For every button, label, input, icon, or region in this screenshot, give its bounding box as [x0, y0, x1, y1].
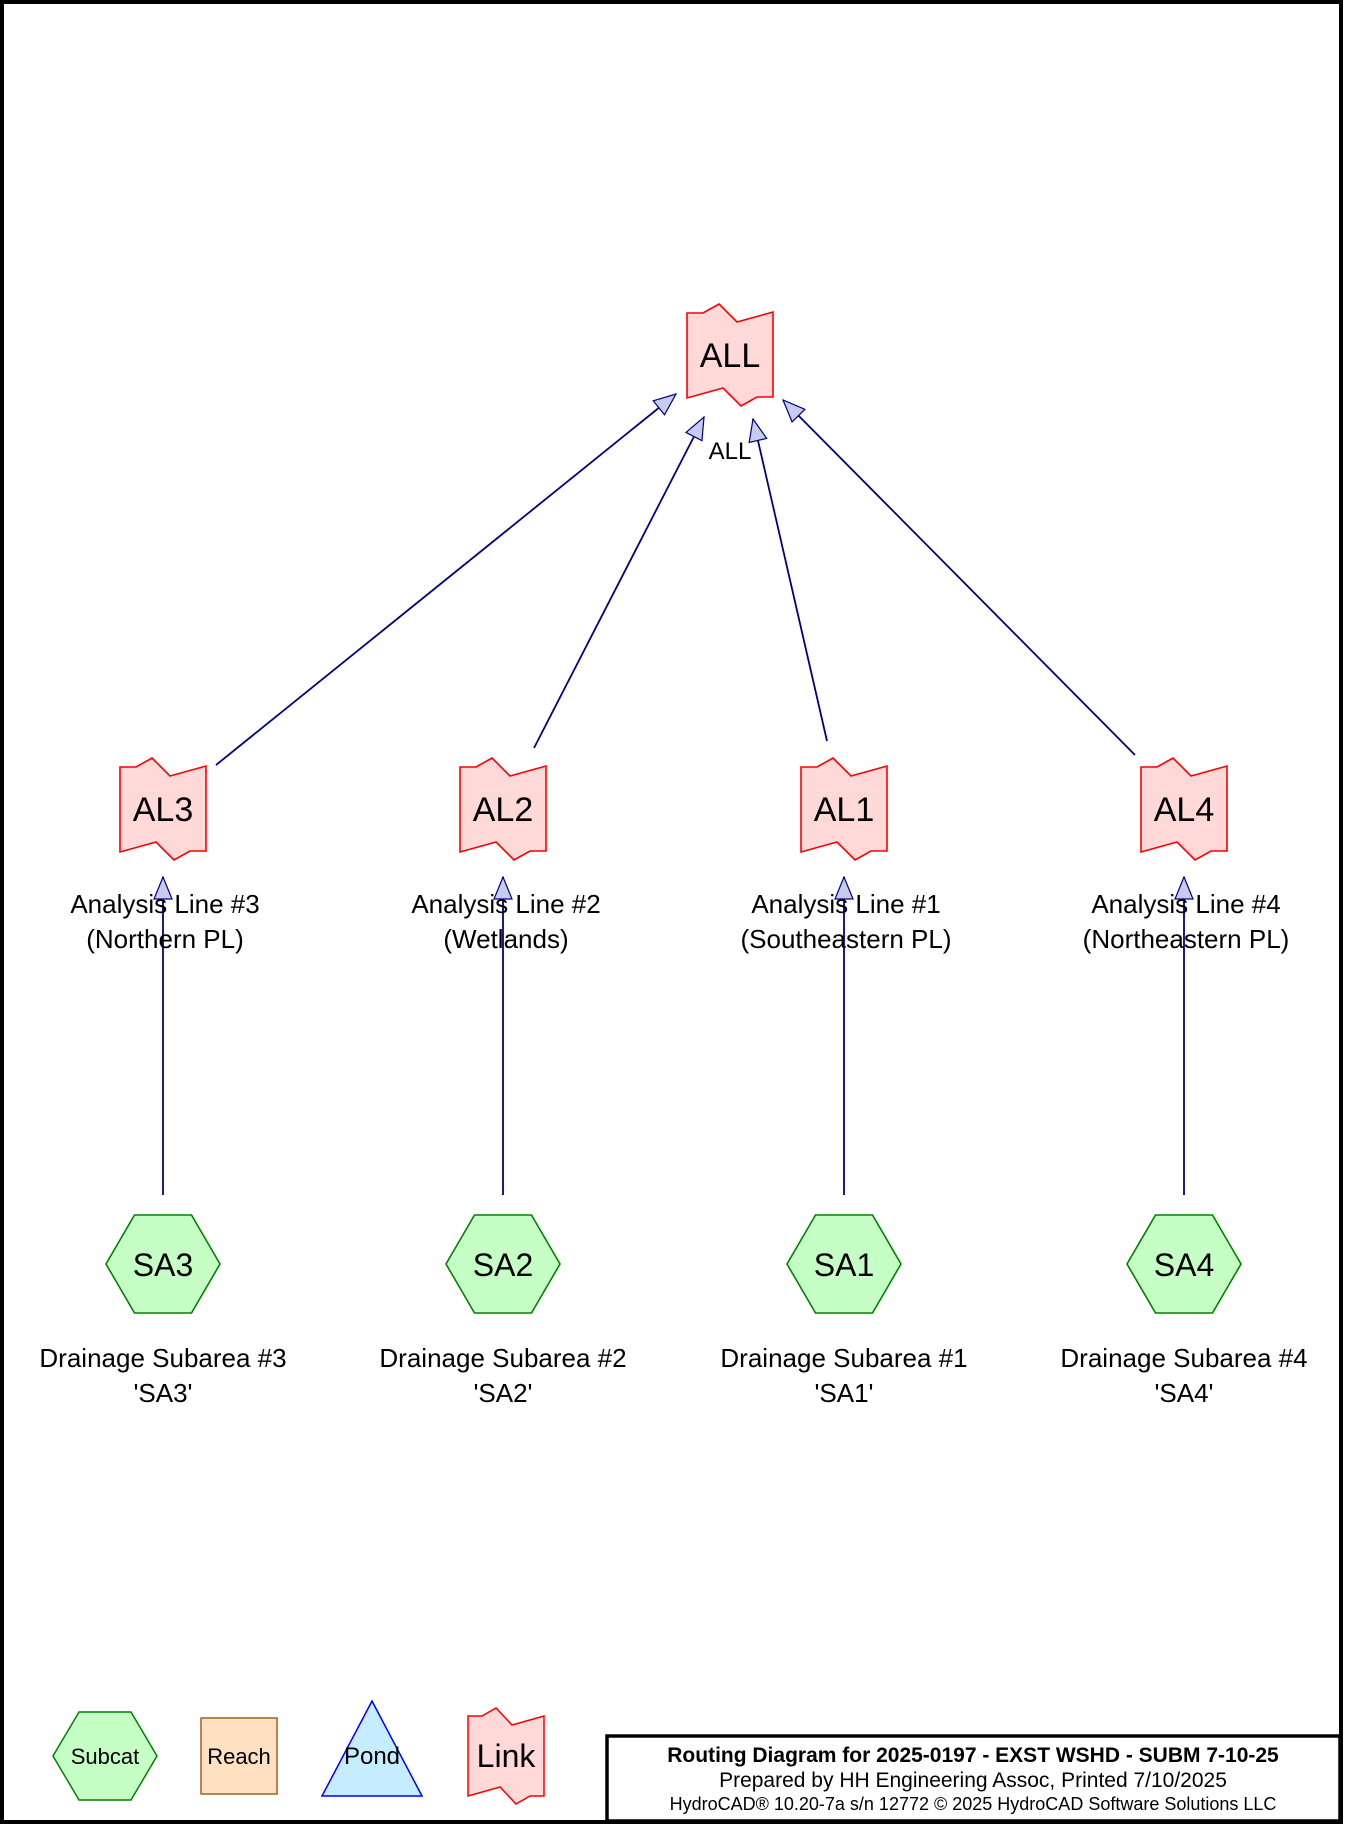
title-block: Routing Diagram for 2025-0197 - EXST WSH… [605, 1734, 1342, 1823]
legend-link: Link [467, 1707, 545, 1805]
node-label-AL3-line1: Analysis Line #3 [70, 889, 259, 919]
node-label-SA3-line1: Drainage Subarea #3 [39, 1343, 286, 1373]
node-label-SA1-line1: Drainage Subarea #1 [720, 1343, 967, 1373]
node-label-SA1-line2: 'SA1' [814, 1378, 873, 1408]
node-id-AL2: AL2 [473, 791, 534, 829]
node-label-SA4-line2: 'SA4' [1154, 1378, 1213, 1408]
subcat-node-shape [1126, 1214, 1242, 1314]
node-SA4[interactable]: SA4 [1126, 1214, 1242, 1314]
node-label-SA2-line1: Drainage Subarea #2 [379, 1343, 626, 1373]
legend-subcat: Subcat [52, 1711, 158, 1801]
link-node-shape [800, 757, 888, 861]
node-ALL[interactable]: ALL [686, 303, 774, 407]
node-label-SA3-line2: 'SA3' [133, 1378, 192, 1408]
node-id-AL3: AL3 [133, 791, 194, 829]
routing-arrow-al4-to-all [783, 400, 1136, 756]
node-label-AL1-line1: Analysis Line #1 [751, 889, 940, 919]
node-AL4[interactable]: AL4 [1140, 757, 1228, 861]
node-label-AL4-line1: Analysis Line #4 [1091, 889, 1280, 919]
pond-icon [320, 1699, 424, 1797]
reach-icon [200, 1717, 278, 1795]
title-block-prepared: Prepared by HH Engineering Assoc, Printe… [719, 1769, 1227, 1792]
node-SA2[interactable]: SA2 [445, 1214, 561, 1314]
legend-reach: Reach [200, 1717, 278, 1795]
node-AL2[interactable]: AL2 [459, 757, 547, 861]
node-id-SA3: SA3 [133, 1247, 193, 1283]
legend-pond: Pond [320, 1699, 424, 1797]
subcat-node-shape [445, 1214, 561, 1314]
legend-subcat-label: Subcat [71, 1744, 140, 1769]
node-id-ALL: ALL [700, 337, 761, 375]
title-block-software: HydroCAD® 10.20-7a s/n 12772 © 2025 Hydr… [670, 1794, 1277, 1814]
subcat-icon [52, 1711, 158, 1801]
node-id-SA4: SA4 [1154, 1247, 1214, 1283]
node-label-AL1-line2: (Southeastern PL) [740, 924, 951, 954]
node-label-SA2-line2: 'SA2' [473, 1378, 532, 1408]
node-label-AL4-line2: (Northeastern PL) [1083, 924, 1290, 954]
links-layer [163, 394, 1184, 1195]
legend-link-label: Link [477, 1738, 537, 1774]
title-block-frame [605, 1734, 1342, 1823]
link-node-shape [686, 303, 774, 407]
node-label-ALL: ALL [709, 438, 752, 465]
routing-arrow-al1-to-all [753, 419, 828, 742]
link-node-shape [1140, 757, 1228, 861]
node-AL1[interactable]: AL1 [800, 757, 888, 861]
node-id-AL4: AL4 [1154, 791, 1215, 829]
node-label-AL2-line1: Analysis Line #2 [411, 889, 600, 919]
node-AL3[interactable]: AL3 [119, 757, 207, 861]
legend: Subcat Reach Pond Link [52, 1699, 545, 1805]
legend-reach-label: Reach [207, 1744, 271, 1769]
node-label-SA4-line1: Drainage Subarea #4 [1060, 1343, 1307, 1373]
legend-pond-label: Pond [344, 1743, 400, 1770]
node-id-SA2: SA2 [473, 1247, 533, 1283]
routing-arrow-al2-to-all [533, 417, 705, 749]
node-SA1[interactable]: SA1 [786, 1214, 902, 1314]
link-icon [467, 1707, 545, 1805]
node-label-AL2-line2: (Wetlands) [443, 924, 568, 954]
subcat-node-shape [786, 1214, 902, 1314]
node-label-AL3-line2: (Northern PL) [86, 924, 244, 954]
link-node-shape [119, 757, 207, 861]
title-block-title: Routing Diagram for 2025-0197 - EXST WSH… [667, 1744, 1279, 1767]
node-id-AL1: AL1 [814, 791, 875, 829]
subcat-node-shape [105, 1214, 221, 1314]
link-node-shape [459, 757, 547, 861]
node-id-SA1: SA1 [814, 1247, 874, 1283]
node-SA3[interactable]: SA3 [105, 1214, 221, 1314]
routing-arrow-al3-to-all [215, 394, 676, 766]
